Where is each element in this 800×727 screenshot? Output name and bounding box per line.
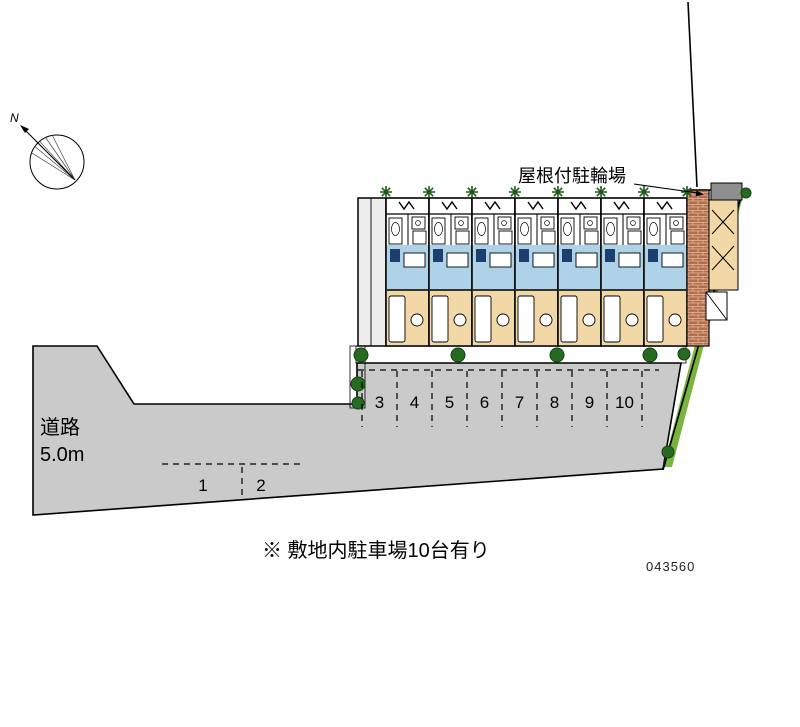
parking-stall-row: 3 4 5 6 7 8 9 10	[358, 369, 659, 427]
building-unit	[643, 197, 688, 347]
bicycle-rack-cross-marks	[711, 209, 735, 271]
compass: N	[10, 111, 85, 190]
bush-icon	[677, 347, 691, 361]
stall-number: 2	[256, 476, 265, 495]
plan-number: 043560	[646, 559, 695, 574]
bush-icon	[450, 347, 466, 363]
site-note: ※ 敷地内駐車場10台有り	[262, 539, 490, 562]
utility-box	[705, 291, 728, 321]
north-arrow-line	[23, 128, 76, 181]
building-end-section	[357, 197, 387, 347]
stall-number: 10	[615, 393, 634, 412]
bicycle-shed-ground	[708, 199, 739, 291]
stall-number: 6	[480, 393, 489, 412]
building-unit	[600, 197, 645, 347]
building-unit	[428, 197, 473, 347]
bush-icon	[661, 445, 675, 459]
road-width: 5.0m	[40, 444, 84, 466]
road-label: 道路 5.0m	[40, 416, 84, 466]
stall-number: 9	[585, 393, 594, 412]
parking-front-stalls: 1 2	[162, 463, 303, 498]
bicycle-shed-callout: 屋根付駐輪場	[518, 166, 704, 197]
stall-number: 1	[198, 476, 207, 495]
bush-icon	[740, 187, 752, 199]
compass-fan-lines	[31, 135, 76, 181]
bicycle-shed-walkway	[686, 189, 710, 347]
stall-number: 5	[445, 393, 454, 412]
stall-number: 4	[410, 393, 419, 412]
building-unit	[514, 197, 559, 347]
road-name: 道路	[40, 416, 80, 439]
stall-number: 3	[375, 393, 384, 412]
apartment-building	[357, 197, 688, 347]
stall-number: 7	[515, 393, 524, 412]
building-unit	[385, 197, 430, 347]
leader-line	[633, 183, 699, 194]
bicycle-shed-label: 屋根付駐輪場	[518, 166, 626, 186]
shed-roof-box	[710, 182, 743, 201]
bush-icon	[350, 376, 366, 392]
building-unit	[557, 197, 602, 347]
utility-box-diagonal	[705, 291, 728, 321]
stall-number: 8	[550, 393, 559, 412]
bicycle-shed-floor	[708, 199, 739, 291]
building-unit	[471, 197, 516, 347]
leader-arrow-head	[695, 190, 704, 197]
bush-icon	[353, 347, 369, 363]
north-arrow-head	[20, 125, 29, 133]
bush-icon	[549, 347, 565, 363]
bush-icon	[351, 396, 365, 410]
north-label: N	[10, 111, 19, 125]
bush-icon	[642, 347, 658, 363]
bushes	[350, 187, 752, 459]
boundary-line-north	[687, 1, 698, 188]
